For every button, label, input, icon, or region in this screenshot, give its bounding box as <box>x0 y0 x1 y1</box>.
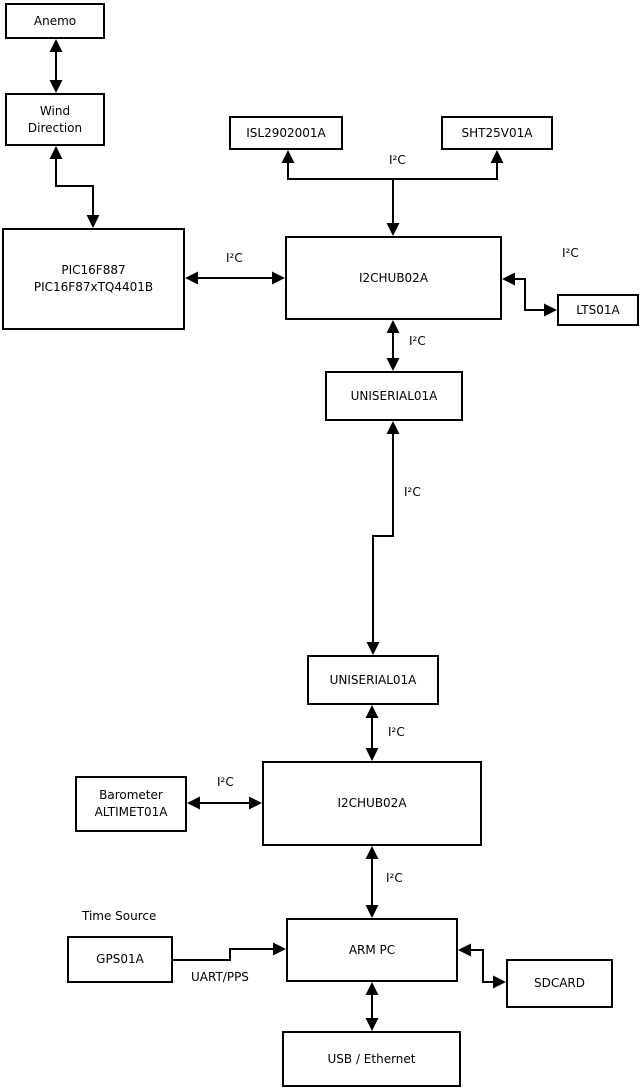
node-label: Anemo <box>33 13 77 28</box>
node-label: ARM PC <box>348 942 396 957</box>
node-i2c-hub-1: I2CHUB02A <box>285 236 502 320</box>
edge-label-i2c-pic-hub1: I²C <box>226 251 243 265</box>
edge-label-i2c-hub1-uniserial1: I²C <box>409 334 426 348</box>
node-label: ISL2902001A <box>246 125 326 140</box>
connector-armpc-sdcard <box>458 943 506 989</box>
edge-label-uart-pps: UART/PPS <box>191 970 249 984</box>
node-gps: GPS01A <box>67 936 173 983</box>
node-label: USB / Ethernet <box>327 1051 416 1066</box>
edge-label-i2c-barometer-hub2: I²C <box>217 775 234 789</box>
node-label: I2CHUB02A <box>337 796 407 810</box>
node-label: Wind Direction <box>27 103 83 135</box>
node-barometer: Barometer ALTIMET01A <box>75 776 187 832</box>
node-label: GPS01A <box>96 952 144 966</box>
node-uniserial-1: UNISERIAL01A <box>325 371 463 421</box>
node-usb-ethernet: USB / Ethernet <box>282 1031 461 1087</box>
node-label: LTS01A <box>576 302 620 317</box>
node-anemometer: Anemo <box>5 3 105 39</box>
node-label: UNISERIAL01A <box>329 672 417 687</box>
node-sdcard: SDCARD <box>506 959 613 1008</box>
edge-label-time-source: Time Source <box>82 909 157 923</box>
node-wind-direction: Wind Direction <box>5 93 105 146</box>
node-pic-microcontroller: PIC16F887 PIC16F87xTQ4401B <box>2 228 185 330</box>
node-sht-humidity-sensor: SHT25V01A <box>441 116 553 150</box>
connector-wind-pic <box>49 146 100 228</box>
node-i2c-hub-2: I2CHUB02A <box>262 761 482 846</box>
node-label: PIC16F887 PIC16F87xTQ4401B <box>33 263 154 294</box>
edge-label-i2c-hub1-lts: I²C <box>562 246 579 260</box>
node-uniserial-2: UNISERIAL01A <box>307 655 439 705</box>
node-label: UNISERIAL01A <box>350 388 438 403</box>
node-label: SHT25V01A <box>461 125 533 140</box>
edge-label-i2c-hub2-armpc: I²C <box>386 871 403 885</box>
node-label: I2CHUB02A <box>358 270 429 285</box>
node-label: SDCARD <box>533 976 586 990</box>
node-label: Barometer ALTIMET01A <box>94 788 168 819</box>
edge-label-i2c-uniserial2-hub2: I²C <box>388 725 405 739</box>
edge-label-i2c-uniserial-link: I²C <box>404 485 421 499</box>
connector-uniserial1-uniserial2 <box>366 421 400 655</box>
connector-hub1-lts <box>502 272 557 317</box>
node-lts-sensor: LTS01A <box>557 294 639 326</box>
connector-gps-armpc <box>173 942 286 961</box>
node-arm-pc: ARM PC <box>286 918 458 982</box>
node-isl-light-sensor: ISL2902001A <box>229 116 343 150</box>
edge-label-i2c-sensors: I²C <box>389 153 406 167</box>
